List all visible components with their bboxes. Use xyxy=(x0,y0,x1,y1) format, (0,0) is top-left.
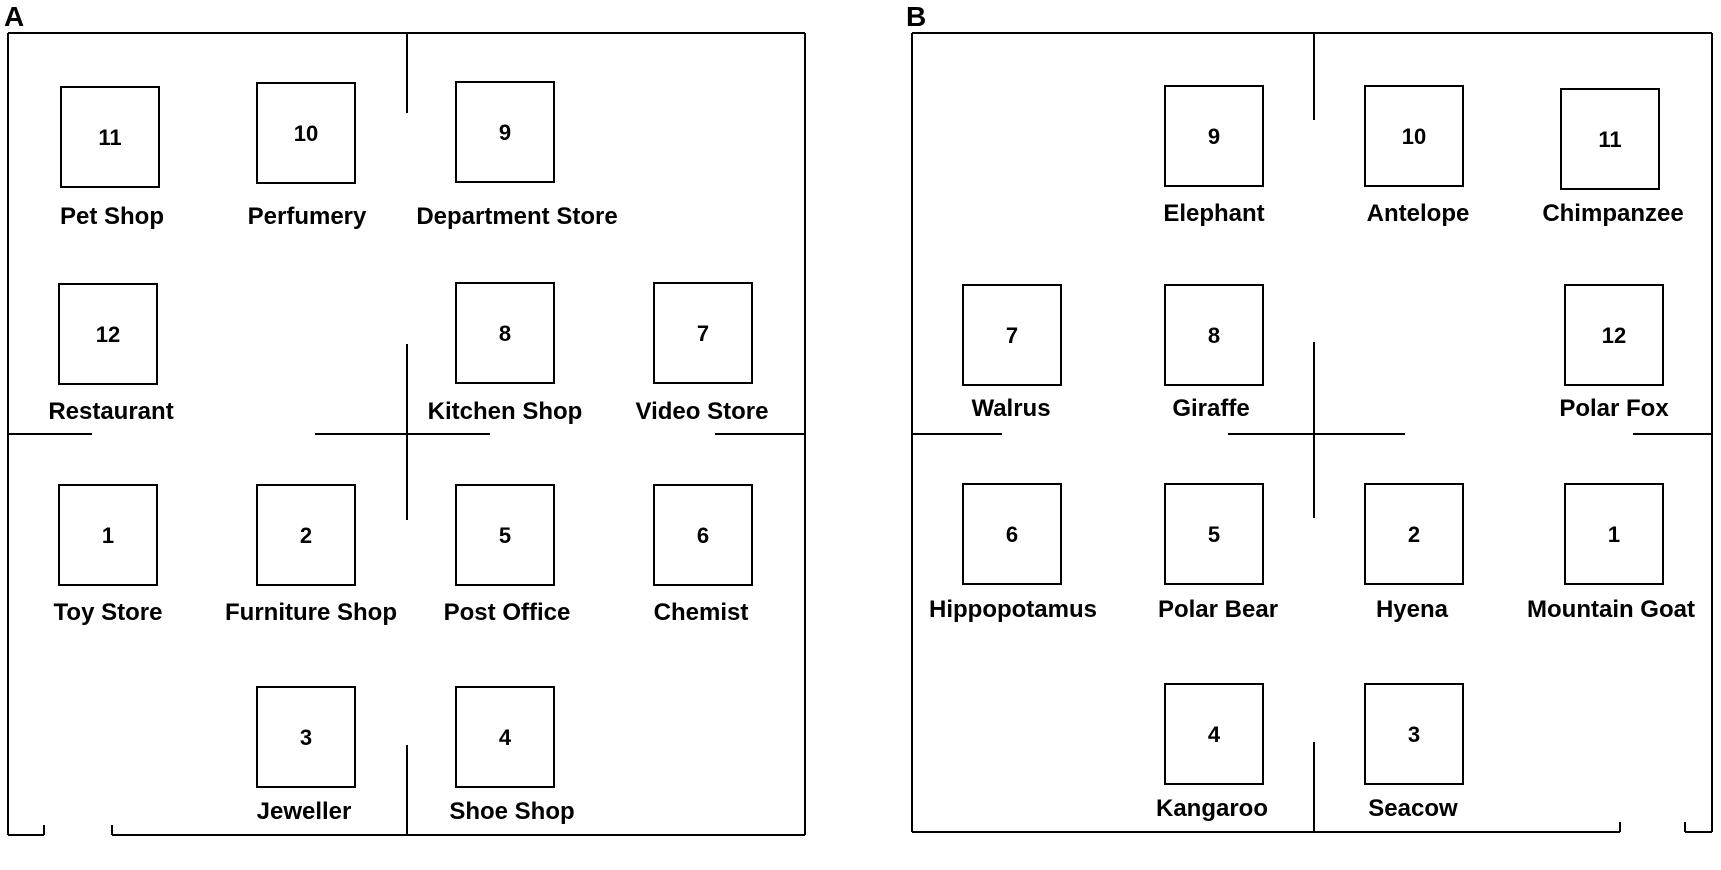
location-number: 12 xyxy=(96,322,120,347)
location-number: 7 xyxy=(1006,323,1018,348)
location-number: 9 xyxy=(499,120,511,145)
location-label: Hippopotamus xyxy=(929,596,1097,623)
location-number: 5 xyxy=(499,523,511,548)
location-label: Polar Fox xyxy=(1559,395,1669,422)
location-marker: 3 Jeweller xyxy=(256,686,356,825)
location-label: Perfumery xyxy=(248,203,367,230)
location-number: 11 xyxy=(1598,127,1621,152)
location-label: Post Office xyxy=(444,599,571,626)
location-label: Department Store xyxy=(416,203,617,230)
panel-b: B 9 Elephant 10 Antelope xyxy=(906,1,1713,833)
location-number: 5 xyxy=(1208,522,1220,547)
location-label: Furniture Shop xyxy=(225,599,397,626)
location-label: Antelope xyxy=(1367,200,1470,227)
location-marker: 9 Department Store xyxy=(416,81,618,230)
location-number: 3 xyxy=(300,725,312,750)
location-label: Elephant xyxy=(1163,200,1264,227)
location-marker: 10 Antelope xyxy=(1364,85,1470,227)
location-marker: 12 Restaurant xyxy=(48,283,174,425)
location-marker: 7 Walrus xyxy=(962,284,1062,422)
location-marker: 6 Hippopotamus xyxy=(929,483,1097,623)
location-number: 2 xyxy=(300,523,312,548)
location-number: 4 xyxy=(1208,722,1221,747)
location-number: 6 xyxy=(1006,522,1018,547)
location-label: Kangaroo xyxy=(1156,795,1268,822)
location-number: 9 xyxy=(1208,124,1220,149)
location-label: Kitchen Shop xyxy=(428,398,583,425)
location-marker: 1 Toy Store xyxy=(54,484,163,626)
panel-letter-a: A xyxy=(4,1,24,32)
location-number: 10 xyxy=(294,121,318,146)
location-marker: 2 Hyena xyxy=(1364,483,1464,623)
location-marker: 3 Seacow xyxy=(1364,683,1464,822)
location-marker: 2 Furniture Shop xyxy=(225,484,397,626)
location-marker: 11 Chimpanzee xyxy=(1542,88,1684,227)
location-marker: 10 Perfumery xyxy=(248,82,367,230)
location-marker: 9 Elephant xyxy=(1163,85,1265,227)
location-label: Polar Bear xyxy=(1158,596,1278,623)
location-number: 8 xyxy=(1208,323,1220,348)
location-label: Pet Shop xyxy=(60,203,164,230)
panel-a: A 11 Pet Shop 10 Per xyxy=(4,1,806,836)
location-number: 1 xyxy=(102,523,114,548)
location-label: Seacow xyxy=(1368,795,1458,822)
location-number: 2 xyxy=(1408,522,1420,547)
location-number: 10 xyxy=(1402,124,1426,149)
location-marker: 5 Post Office xyxy=(444,484,571,626)
location-marker: 11 Pet Shop xyxy=(60,86,164,230)
location-number: 6 xyxy=(697,523,709,548)
location-number: 4 xyxy=(499,725,512,750)
location-number: 11 xyxy=(98,125,121,150)
panel-b-walls xyxy=(911,32,1713,833)
location-label: Giraffe xyxy=(1172,395,1249,422)
location-number: 8 xyxy=(499,321,511,346)
location-label: Shoe Shop xyxy=(449,798,574,825)
location-label: Jeweller xyxy=(257,798,352,825)
location-number: 7 xyxy=(697,321,709,346)
location-label: Walrus xyxy=(971,395,1050,422)
location-label: Mountain Goat xyxy=(1527,596,1695,623)
panel-letter-b: B xyxy=(906,1,926,32)
location-label: Restaurant xyxy=(48,398,173,425)
location-marker: 4 Kangaroo xyxy=(1156,683,1268,822)
location-label: Hyena xyxy=(1376,596,1449,623)
panel-a-walls xyxy=(7,32,806,836)
location-marker: 5 Polar Bear xyxy=(1158,483,1278,623)
location-label: Video Store xyxy=(636,398,769,425)
location-marker: 4 Shoe Shop xyxy=(449,686,575,825)
location-marker: 8 Giraffe xyxy=(1164,284,1264,422)
location-marker: 12 Polar Fox xyxy=(1559,284,1669,422)
location-number: 12 xyxy=(1602,323,1626,348)
location-number: 1 xyxy=(1608,522,1620,547)
location-label: Toy Store xyxy=(54,599,163,626)
location-label: Chemist xyxy=(654,599,749,626)
location-label: Chimpanzee xyxy=(1542,200,1683,227)
location-marker: 1 Mountain Goat xyxy=(1527,483,1695,623)
location-marker: 6 Chemist xyxy=(653,484,753,626)
location-marker: 7 Video Store xyxy=(636,282,769,425)
location-number: 3 xyxy=(1408,722,1420,747)
location-marker: 8 Kitchen Shop xyxy=(428,282,583,425)
